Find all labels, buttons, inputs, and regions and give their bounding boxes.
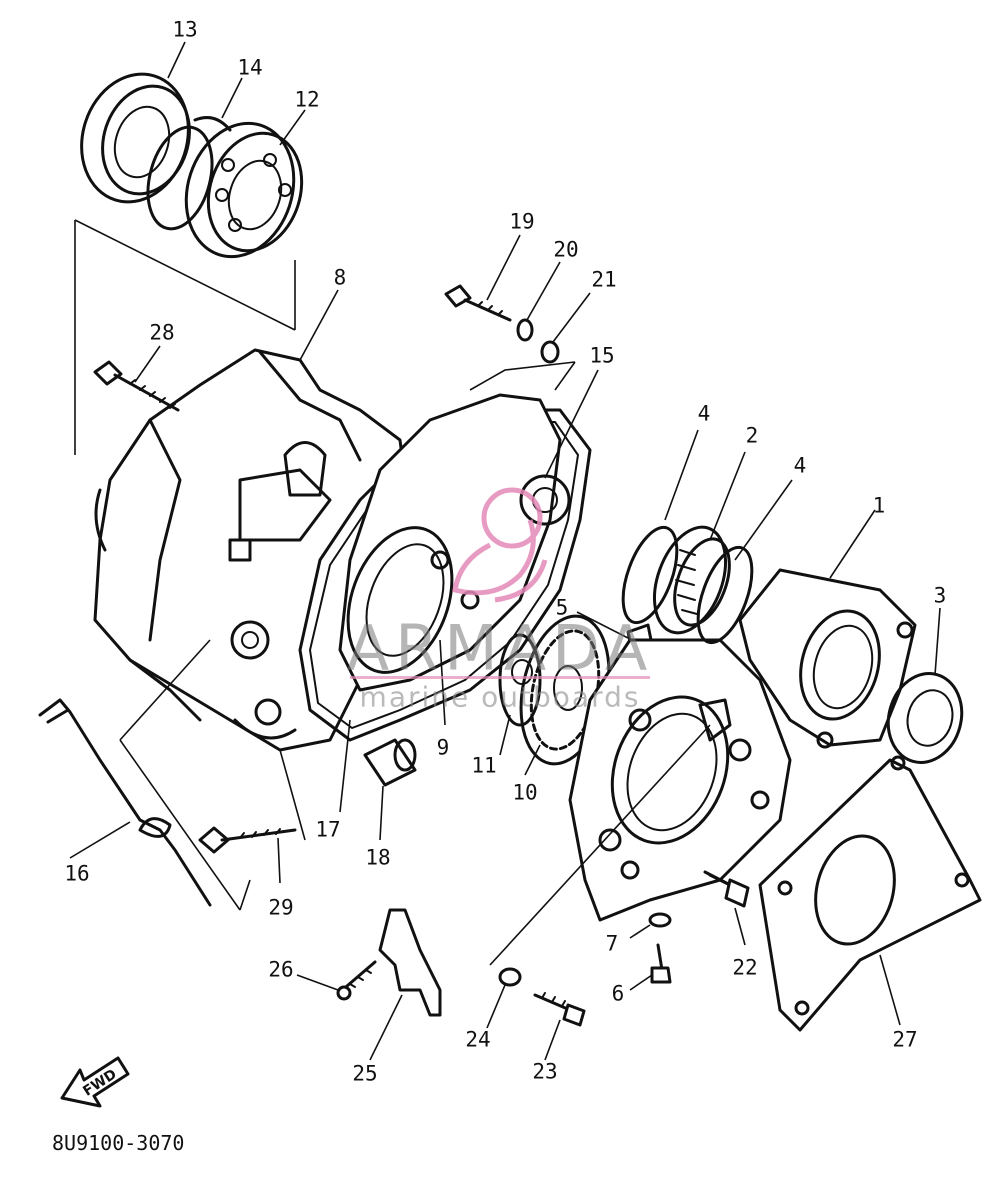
callout-11: 11 [471, 753, 497, 778]
bolt-28 [93, 360, 180, 412]
bracket-25 [378, 908, 442, 1017]
housing-1 [738, 568, 917, 749]
callout-18: 18 [365, 845, 391, 870]
callout-15: 15 [589, 343, 615, 368]
washer-21 [540, 340, 560, 364]
callout-3: 3 [933, 583, 947, 608]
callout-7: 7 [605, 931, 619, 956]
callout-29: 29 [268, 895, 294, 920]
spring-4-right [696, 545, 754, 645]
crankcase-8 [93, 348, 412, 752]
gasket-27 [758, 755, 982, 1032]
callout-10: 10 [512, 780, 538, 805]
callout-19: 19 [509, 209, 535, 234]
bolt-29 [198, 826, 297, 854]
callout-9: 9 [436, 735, 450, 760]
callout-1: 1 [872, 493, 886, 518]
seal-2 [653, 525, 731, 635]
bolt-22 [703, 870, 750, 908]
callout-4a: 4 [697, 401, 711, 426]
callout-23: 23 [532, 1059, 558, 1084]
washer-7 [648, 912, 672, 928]
diagram-code: 8U9100-3070 [52, 1131, 185, 1155]
callout-27: 27 [892, 1027, 918, 1052]
callout-22: 22 [732, 955, 758, 980]
washer-20 [516, 318, 534, 342]
watermark-title: ARMADA [346, 611, 654, 685]
callout-13: 13 [172, 17, 198, 42]
bolt-6 [650, 943, 672, 984]
spring-4-left [621, 525, 679, 625]
screw-26 [336, 960, 377, 1001]
callout-20: 20 [553, 237, 579, 262]
callout-2: 2 [745, 423, 759, 448]
callout-28: 28 [149, 320, 175, 345]
callout-25: 25 [352, 1061, 378, 1086]
callout-16: 16 [64, 861, 90, 886]
callout-17: 17 [315, 817, 341, 842]
callout-21: 21 [591, 267, 617, 292]
seal-3 [886, 672, 964, 764]
watermark-subtitle: marine outboards [359, 680, 641, 714]
callout-8: 8 [333, 265, 347, 290]
bearing-13 [80, 72, 191, 204]
callout-6: 6 [611, 981, 625, 1006]
callout-14: 14 [237, 55, 263, 80]
callout-24: 24 [465, 1027, 491, 1052]
fwd-arrow-icon [60, 1056, 130, 1108]
bolt-23 [533, 992, 586, 1027]
callout-26: 26 [268, 957, 294, 982]
callout-4b: 4 [793, 453, 807, 478]
sleeve-18 [363, 738, 417, 787]
callout-12: 12 [294, 87, 320, 112]
callout-5: 5 [555, 595, 569, 620]
bearing-12 [184, 121, 304, 259]
bolt-19 [444, 284, 512, 322]
pin-16 [38, 698, 212, 907]
washer-24 [498, 967, 522, 987]
